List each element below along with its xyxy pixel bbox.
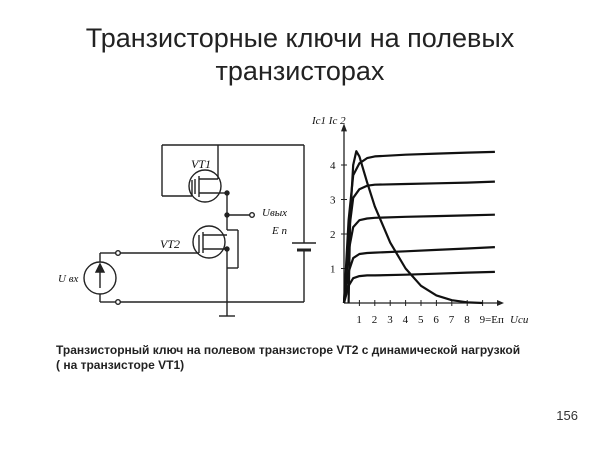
title-line-1: Транзисторные ключи на полевых — [85, 23, 515, 53]
label-uin: U вх — [58, 273, 78, 285]
output-terminal — [248, 211, 255, 218]
x-tick-label: 7 — [449, 314, 455, 326]
y-tick-label: 1 — [330, 264, 336, 276]
caption-line-1: Транзисторный ключ на полевом транзистор… — [56, 343, 521, 357]
x-tick-label: 5 — [418, 314, 424, 326]
vt2-source-dot — [224, 246, 230, 252]
x-tick-label: 1 — [356, 314, 362, 326]
y-tick-label: 3 — [330, 195, 336, 207]
x-tick-label: 3 — [387, 314, 393, 326]
caption-line-2: ( на транзисторе VT1) — [56, 358, 185, 372]
input-terminal-bottom — [114, 299, 121, 306]
series-line-6 — [347, 150, 483, 305]
x-tick-label: 4 — [403, 314, 409, 326]
input-source-circle — [83, 261, 117, 295]
series-line-4 — [342, 246, 495, 304]
vt1-circle — [188, 169, 222, 203]
output-node-dot — [224, 212, 230, 218]
label-vt1: VT1 — [191, 157, 211, 171]
x-tick-label: 8 — [464, 314, 470, 326]
y-tick-label: 4 — [330, 160, 336, 172]
x-tick-label: 6 — [433, 314, 439, 326]
x-axis-arrow — [497, 300, 504, 306]
vt2-circle — [192, 225, 226, 259]
x-tick-label: 2 — [372, 314, 378, 326]
series-line-1 — [342, 150, 495, 304]
page-number: 156 — [556, 408, 578, 423]
label-ep: E п — [271, 225, 287, 237]
y-tick-label: 2 — [330, 229, 336, 241]
source-arrow-head — [94, 262, 106, 273]
figure-caption: Транзисторный ключ на полевом транзистор… — [56, 343, 576, 373]
x-tick-label: 9=Eп — [480, 314, 504, 326]
title-line-2: транзисторах — [215, 56, 385, 86]
y-axis-arrow — [341, 123, 347, 132]
label-vt2: VT2 — [160, 237, 180, 251]
schematic-labels: VT1 VT2 U вх Uвых E п — [58, 157, 287, 285]
y-axis-label: Iс1 Iс 2 — [311, 115, 346, 127]
input-terminal-top — [114, 249, 121, 256]
label-uout: Uвых — [262, 207, 287, 219]
series-line-5 — [342, 270, 495, 304]
x-axis-label: Uси — [510, 314, 529, 326]
series-line-3 — [342, 213, 495, 304]
circuit-schematic — [83, 144, 316, 317]
slide-title: Транзисторные ключи на полевых транзисто… — [0, 22, 600, 88]
vt1-source-dot — [224, 190, 230, 196]
